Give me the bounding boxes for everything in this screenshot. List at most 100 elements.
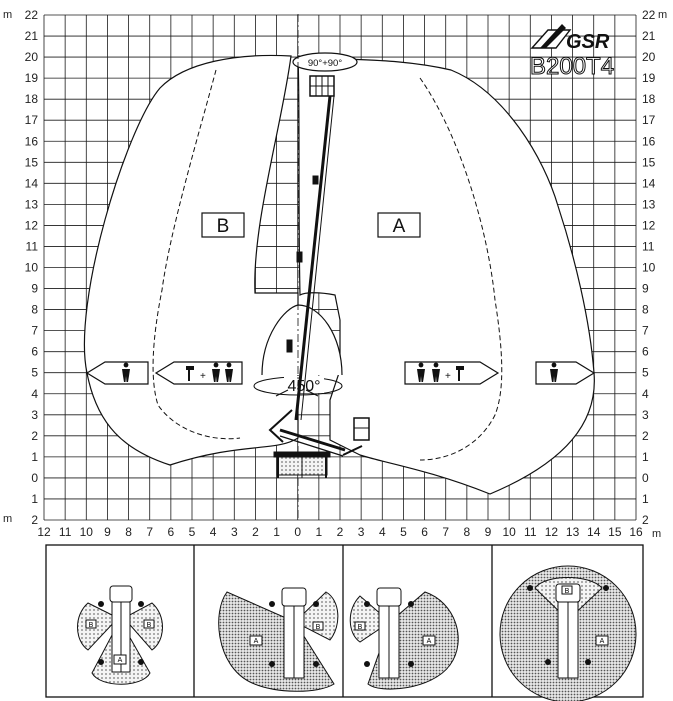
x-tick-label: 8: [125, 525, 132, 539]
unit-label-top-left: m: [3, 9, 12, 21]
x-tick-label: 4: [210, 525, 217, 539]
y-tick-label: 8: [31, 303, 38, 317]
y-tick-label: 3: [31, 408, 38, 422]
y-tick-label: 19: [642, 71, 656, 85]
y-tick-label: 5: [31, 366, 38, 380]
x-tick-label: 13: [566, 525, 580, 539]
x-tick-label: 9: [104, 525, 111, 539]
gsr-logo: GSR: [530, 24, 610, 53]
y-tick-label: 5: [642, 366, 649, 380]
svg-text:B: B: [316, 624, 321, 631]
y-tick-label: 2: [642, 513, 649, 527]
y-tick-label: 6: [31, 345, 38, 359]
y-tick-label: 1: [642, 492, 649, 506]
turret-rotation-label-bg: [284, 376, 324, 393]
aerial-platform-boom: [268, 95, 363, 457]
x-tick-label: 4: [379, 525, 386, 539]
x-tick-label: 3: [231, 525, 238, 539]
y-tick-label: 0: [31, 471, 38, 485]
y-tick-label: 15: [25, 155, 39, 169]
y-tick-label: 4: [31, 387, 38, 401]
y-tick-label: 8: [642, 303, 649, 317]
svg-text:A: A: [118, 657, 123, 664]
person-icon: [122, 362, 130, 382]
gsr-logo-text: GSR: [566, 31, 610, 53]
y-tick-label: 10: [25, 261, 39, 275]
x-tick-label: 1: [273, 525, 280, 539]
svg-text:B: B: [89, 622, 94, 629]
x-tick-label: 7: [146, 525, 153, 539]
y-tick-label: 21: [25, 29, 39, 43]
two-people-and-tools-icon: +: [417, 362, 464, 382]
y-tick-label: 10: [642, 261, 656, 275]
y-tick-label: 20: [25, 50, 39, 64]
x-tick-label: 15: [608, 525, 622, 539]
thumbnail-full-circle: A B: [499, 565, 637, 701]
x-tick-label: 6: [421, 525, 428, 539]
tools-and-two-people-icon: +: [186, 362, 233, 382]
x-tick-label: 3: [358, 525, 365, 539]
load-sign-left-outer: [85, 361, 149, 385]
model-name: B200T4: [530, 53, 614, 80]
y-tick-label: 15: [642, 155, 656, 169]
unit-label-top-right: m: [658, 9, 667, 21]
svg-text:B: B: [565, 588, 570, 595]
y-tick-label: 1: [31, 450, 38, 464]
y-tick-label: 7: [642, 324, 649, 338]
y-tick-label: 12: [25, 218, 39, 232]
load-sign-right-outer: [535, 361, 596, 385]
thumbnail-wide-rear: A B: [218, 587, 339, 692]
svg-text:A: A: [600, 638, 605, 645]
svg-text:B: B: [358, 624, 363, 631]
x-tick-label: 14: [587, 525, 601, 539]
y-tick-label: 2: [642, 429, 649, 443]
zone-b-label-box: B: [201, 212, 245, 238]
outer-working-envelope-right: [297, 55, 595, 495]
zone-b-label: B: [217, 216, 230, 237]
person-icon: [550, 362, 558, 382]
x-tick-label: 10: [80, 525, 94, 539]
y-tick-label: 20: [642, 50, 656, 64]
y-tick-label: 14: [642, 176, 656, 190]
x-tick-label: 11: [59, 525, 72, 539]
y-tick-label: 18: [25, 92, 39, 106]
x-tick-label: 2: [252, 525, 259, 539]
rotation-arrow-icon: [275, 389, 319, 397]
y-tick-label: 13: [642, 197, 656, 211]
zone-a-label-box: A: [377, 212, 421, 238]
x-tick-label: 16: [629, 525, 643, 539]
platform-rotation-ellipse: [292, 52, 358, 72]
y-tick-label: 22: [25, 8, 39, 22]
y-tick-label: 21: [642, 29, 656, 43]
svg-text:A: A: [254, 638, 259, 645]
y-tick-label: 17: [25, 113, 39, 127]
y-tick-label: 1: [642, 450, 649, 464]
platform-rotation-label: 90°+90°: [308, 58, 342, 69]
inner-envelope-a: [419, 77, 503, 461]
x-tick-label: 2: [337, 525, 344, 539]
outer-working-envelope: [83, 54, 299, 466]
y-tick-label: 4: [642, 387, 649, 401]
load-sign-left-inner: +: [154, 361, 243, 385]
y-tick-label: 12: [642, 218, 656, 232]
x-tick-label: 0: [294, 525, 301, 539]
x-tick-label: 1: [316, 525, 323, 539]
svg-text:+: +: [200, 371, 206, 382]
y-tick-label: 14: [25, 176, 39, 190]
x-tick-label: 8: [464, 525, 471, 539]
x-tick-label: 11: [524, 525, 537, 539]
zone-a-label: A: [393, 216, 406, 237]
unit-label-bottom-left: m: [3, 513, 12, 525]
y-tick-label: 1: [31, 492, 38, 506]
y-tick-label: 18: [642, 92, 656, 106]
x-tick-label: 12: [545, 525, 559, 539]
load-sign-right-inner: +: [404, 361, 500, 385]
y-tick-label: 6: [642, 345, 649, 359]
y-tick-label: 13: [25, 197, 39, 211]
x-tick-label: 6: [168, 525, 175, 539]
y-tick-label: 17: [642, 113, 656, 127]
x-tick-label: 12: [37, 525, 51, 539]
